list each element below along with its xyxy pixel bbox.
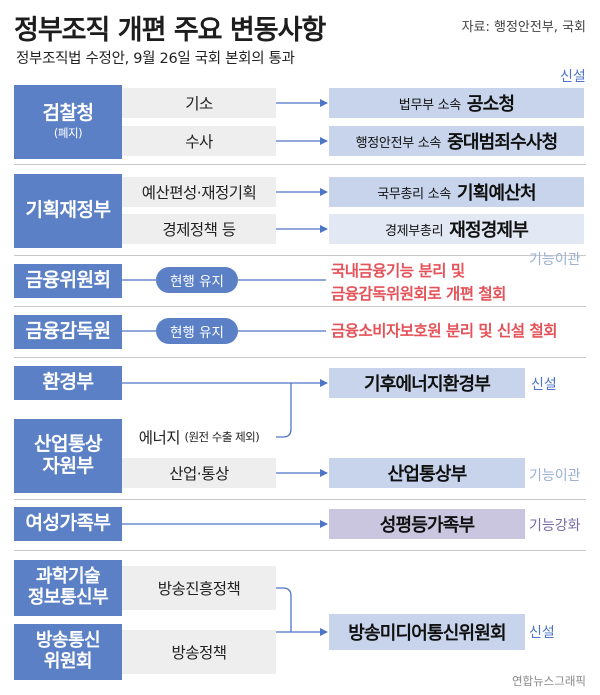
separator <box>14 255 586 256</box>
note-strengthened: 기능강화 <box>529 518 581 534</box>
ministry-prosecution: 검찰청 (폐지) <box>14 85 122 159</box>
note-fsc-withdrawn: 국내금융기능 분리 및 금융감독위원회로 개편 철회 <box>331 262 506 303</box>
note-new-kcc: 신설 <box>529 625 555 641</box>
legend-new-label: 신설 <box>560 69 586 85</box>
ministry-prosecution-name: 검찰청 <box>42 102 94 125</box>
function-budget: 예산편성·재정기획 <box>122 177 276 207</box>
function-industry-trade: 산업·통상 <box>122 458 276 488</box>
ministry-fsc: 금융위원회 <box>14 264 122 298</box>
function-investigation: 수사 <box>122 126 276 156</box>
ministry-prosecution-status: (폐지) <box>53 126 83 141</box>
function-broadcast-policy: 방송정책 <box>122 630 276 674</box>
note-new-env: 신설 <box>531 377 557 393</box>
ministry-industry: 산업통상 자원부 <box>14 419 122 493</box>
function-energy: 에너지 (원전 수출 제외) <box>122 422 276 452</box>
credit-label: 연합뉴스그래픽 <box>511 674 586 688</box>
note-fss-withdrawn: 금융소비자보호원 분리 및 신설 철회 <box>331 322 558 340</box>
ministry-environment: 환경부 <box>14 366 122 400</box>
source-label: 자료: 행정안전부, 국회 <box>461 20 586 35</box>
subtitle: 정부조직법 수정안, 9월 26일 국회 본회의 통과 <box>16 51 295 67</box>
ministry-gender: 여성가족부 <box>14 507 122 541</box>
arrow-energy <box>276 383 292 438</box>
separator <box>14 550 586 551</box>
result-climate-energy-env: 기후에너지환경부 <box>329 368 525 398</box>
separator <box>14 499 586 500</box>
arrow-msit <box>276 587 292 632</box>
ministry-finance: 기획재정부 <box>14 174 122 248</box>
result-gender-equality: 성평등가족부 <box>329 509 525 539</box>
separator <box>14 164 586 165</box>
note-transfer-industry: 기능이관 <box>529 468 581 484</box>
ministry-kcc: 방송통신 위원회 <box>14 624 122 680</box>
separator <box>14 357 586 358</box>
result-industry-trade: 산업통상부 <box>329 458 525 488</box>
ministry-msit: 과학기술 정보통신부 <box>14 560 122 616</box>
status-pill-fsc: 현행 유지 <box>156 267 238 293</box>
note-transfer-finance: 기능이관 <box>529 252 581 268</box>
ministry-fss: 금융감독원 <box>14 315 122 349</box>
result-broadcast-media-commission: 방송미디어통신위원회 <box>329 614 525 650</box>
function-broadcast-promotion: 방송진흥정책 <box>122 566 276 610</box>
function-indictment: 기소 <box>122 88 276 118</box>
separator <box>14 306 586 307</box>
status-pill-fss: 현행 유지 <box>156 318 238 344</box>
page-title: 정부조직 개편 주요 변동사항 <box>14 15 326 46</box>
function-economic-policy: 경제정책 등 <box>122 214 276 244</box>
